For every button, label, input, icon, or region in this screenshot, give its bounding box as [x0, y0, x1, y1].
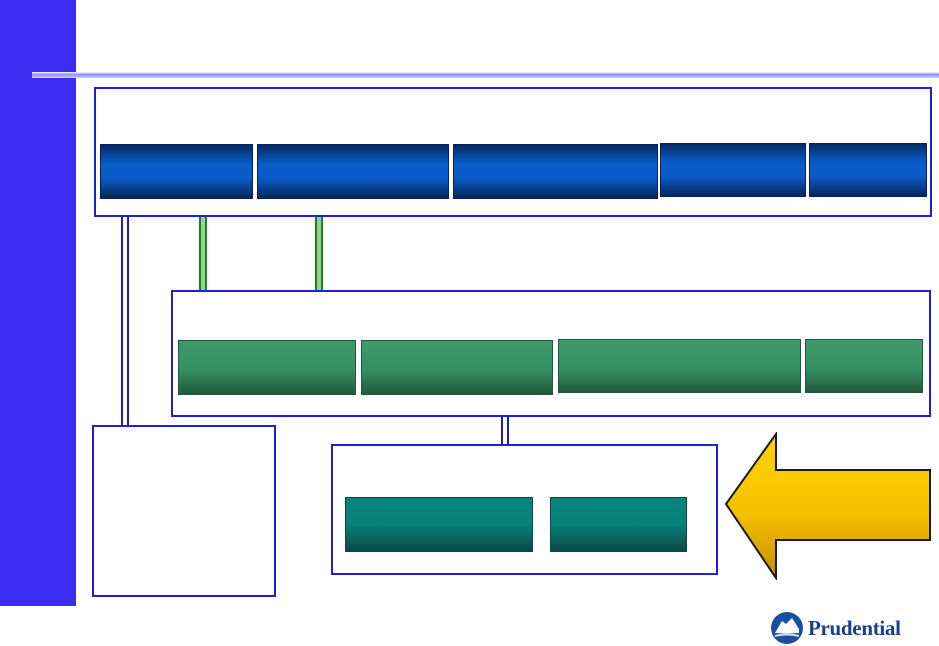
bottom-box-1 — [345, 497, 533, 552]
arrow-left-icon — [724, 432, 931, 580]
connector-line-green-2 — [315, 198, 323, 290]
middle-box-3 — [558, 339, 801, 393]
logo-text: Prudential — [808, 615, 901, 640]
side-panel — [92, 425, 276, 597]
connector-line-blue — [121, 198, 129, 426]
connector-line-blue-2 — [501, 416, 509, 446]
middle-box-1 — [178, 340, 356, 395]
top-box-4 — [660, 143, 806, 197]
top-box-2 — [257, 144, 449, 199]
top-box-3 — [453, 144, 658, 199]
bottom-box-2 — [550, 497, 687, 552]
middle-box-2 — [361, 340, 553, 395]
prudential-logo: Prudential — [770, 610, 920, 646]
top-box-5 — [809, 143, 927, 197]
side-accent-bar — [0, 0, 76, 606]
rock-of-gibraltar-icon — [771, 612, 803, 644]
middle-box-4 — [805, 339, 923, 393]
title-divider — [32, 72, 939, 78]
top-box-1 — [100, 144, 253, 199]
connector-line-green-1 — [199, 198, 207, 290]
